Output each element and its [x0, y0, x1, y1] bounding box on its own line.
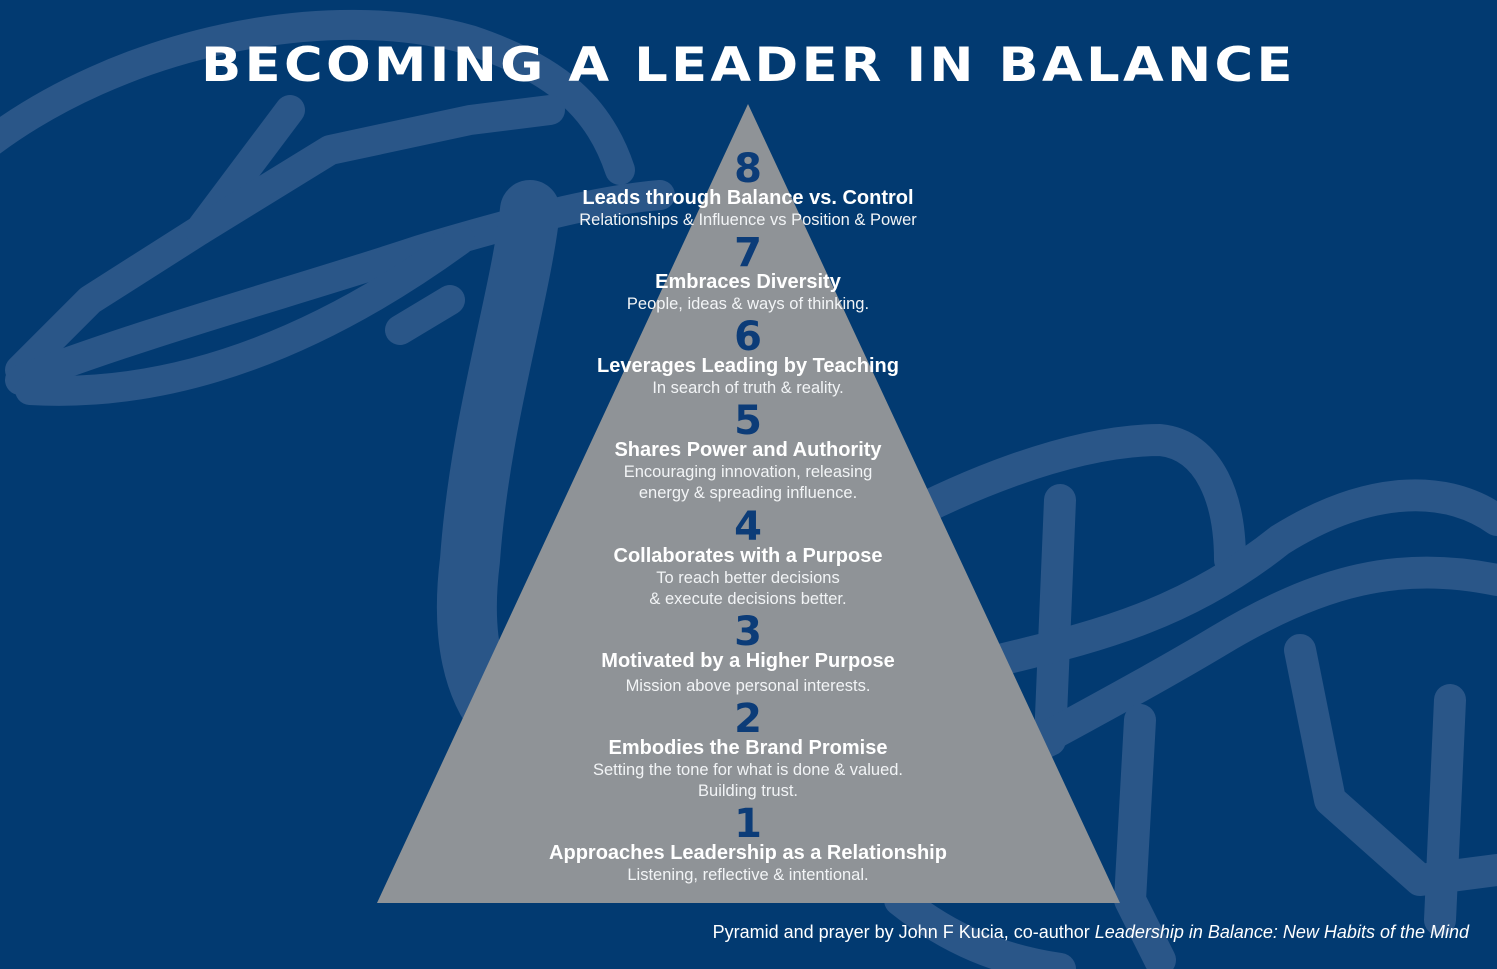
page-title: BECOMING A LEADER IN BALANCE — [201, 38, 1296, 93]
level-number: 5 — [734, 398, 762, 444]
level-number: 8 — [734, 146, 762, 192]
pyramid-level-1: 1 Approaches Leadership as a Relationshi… — [448, 801, 1048, 886]
level-heading: Embodies the Brand Promise — [608, 737, 888, 759]
level-description: To reach better decisions — [656, 569, 840, 587]
pyramid-level-5: 5 Shares Power and Authority Encouraging… — [448, 398, 1048, 504]
level-heading: Embraces Diversity — [655, 271, 841, 293]
level-heading: Approaches Leadership as a Relationship — [549, 842, 947, 864]
level-heading: Leverages Leading by Teaching — [597, 355, 899, 377]
level-heading: Shares Power and Authority — [614, 439, 882, 461]
pyramid-level-2: 2 Embodies the Brand Promise Setting the… — [448, 696, 1048, 802]
level-number: 1 — [734, 801, 762, 847]
level-description: Building trust. — [698, 782, 798, 800]
level-number: 2 — [734, 696, 762, 742]
level-description: Listening, reflective & intentional. — [627, 866, 869, 884]
level-description: & execute decisions better. — [649, 590, 847, 608]
pyramid-level-4: 4 Collaborates with a Purpose To reach b… — [448, 504, 1048, 610]
credit-prefix: Pyramid and prayer by John F Kucia, co-a… — [712, 922, 1095, 942]
book-title: Leadership in Balance: New Habits of the… — [1094, 922, 1469, 942]
level-description: People, ideas & ways of thinking. — [626, 295, 870, 313]
level-description: In search of truth & reality. — [652, 379, 844, 397]
level-description: energy & spreading influence. — [638, 484, 858, 502]
level-description: Mission above personal interests. — [625, 677, 871, 695]
level-number: 4 — [734, 504, 762, 550]
level-description: Relationships & Influence vs Position & … — [579, 211, 917, 229]
pyramid-level-3: 3 Motivated by a Higher Purpose Mission … — [448, 609, 1048, 697]
level-heading: Motivated by a Higher Purpose — [601, 650, 895, 672]
pyramid-level-8: 8 Leads through Balance vs. Control Rela… — [448, 146, 1048, 231]
level-number: 6 — [734, 314, 762, 360]
level-description: Setting the tone for what is done & valu… — [592, 761, 904, 779]
level-description: Encouraging innovation, releasing — [623, 463, 873, 481]
level-heading: Leads through Balance vs. Control — [582, 187, 914, 209]
pyramid-level-7: 7 Embraces Diversity People, ideas & way… — [448, 230, 1048, 315]
level-number: 7 — [734, 230, 762, 276]
credit-line: Pyramid and prayer by John F Kucia, co-a… — [713, 922, 1469, 943]
level-number: 3 — [734, 609, 762, 655]
pyramid-level-6: 6 Leverages Leading by Teaching In searc… — [448, 314, 1048, 399]
level-heading: Collaborates with a Purpose — [613, 545, 883, 567]
